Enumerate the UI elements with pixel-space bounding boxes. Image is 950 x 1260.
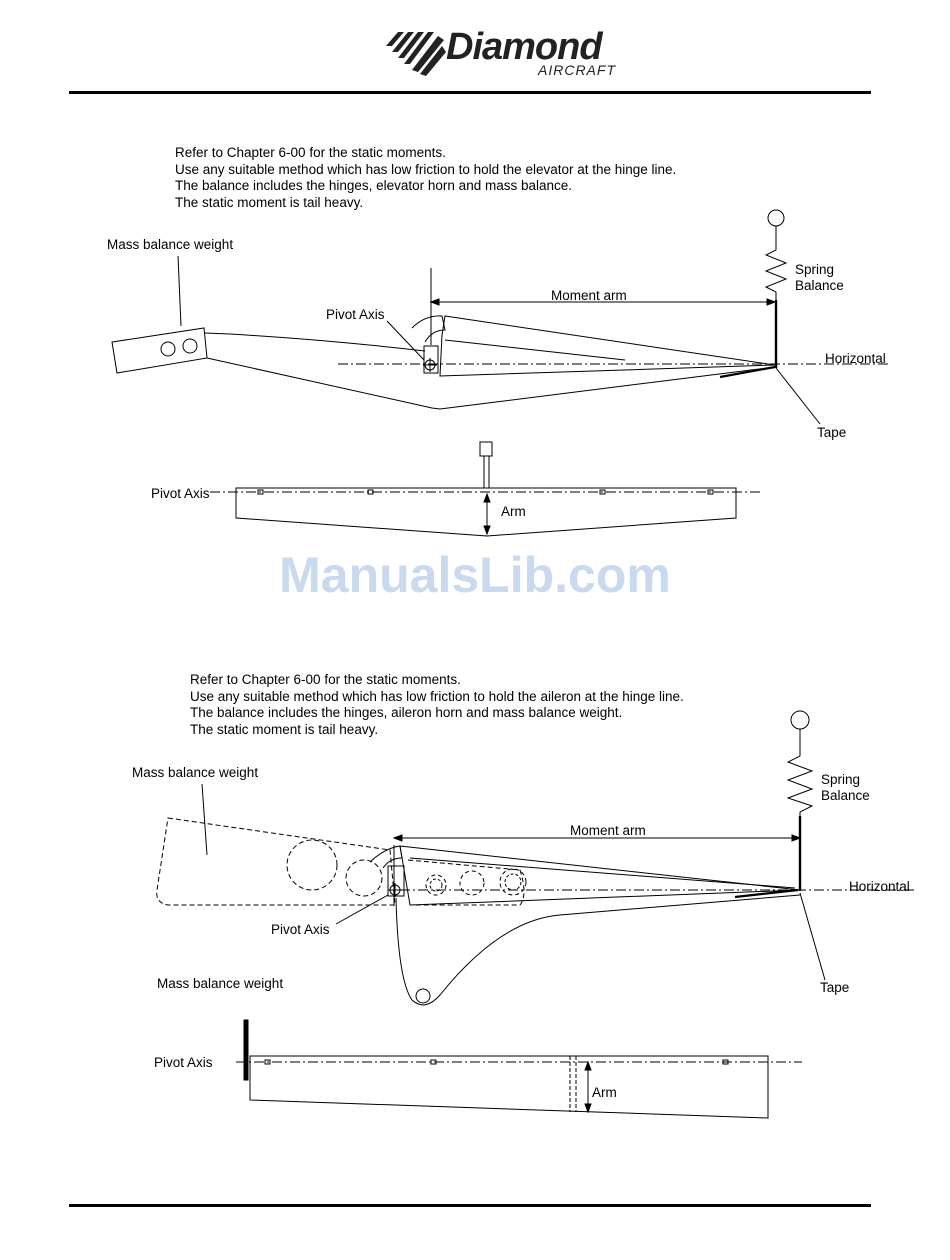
elevator-mass-circle <box>182 338 198 354</box>
aileron-spring-label: Spring <box>821 772 861 787</box>
elevator-arm-label: Arm <box>501 504 526 519</box>
elevator-arm-lower <box>206 357 776 410</box>
aileron-mass-balance-label: Mass balance weight <box>132 765 259 780</box>
elevator-plan-outline <box>235 487 737 537</box>
aileron-bellcrank-hole <box>415 988 431 1004</box>
elevator-plan-pivot-axis-label: Pivot Axis <box>151 486 210 501</box>
aileron-plan-view <box>236 1019 802 1119</box>
elevator-note-line: Use any suitable method which has low fr… <box>175 161 677 177</box>
header-rule <box>69 91 871 94</box>
elevator-plan-weight <box>479 441 493 457</box>
elevator-tape-leader <box>775 367 821 425</box>
aileron-body <box>399 845 801 906</box>
elevator-arm-upper <box>204 332 426 352</box>
diamond-aircraft-logo: Diamond AIRCRAFT <box>384 26 634 86</box>
elevator-note-line: Refer to Chapter 6-00 for the static mom… <box>175 145 446 160</box>
aileron-note-line: The balance includes the hinges, aileron… <box>190 705 623 720</box>
aileron-spring-hook <box>790 710 810 730</box>
elevator-note-line: The static moment is tail heavy. <box>175 194 364 210</box>
elevator-spring-hook <box>767 209 785 227</box>
aileron-note-line: Refer to Chapter 6-00 for the static mom… <box>190 672 461 687</box>
elevator-spring <box>764 226 788 300</box>
aileron-tape-leader <box>799 892 826 981</box>
elevator-side-view <box>111 209 890 425</box>
brand-subtitle: AIRCRAFT <box>538 62 616 78</box>
aileron-mass-balance-outline <box>156 817 396 906</box>
elevator-mass-leader <box>177 255 182 327</box>
aileron-pivot-axis-label: Pivot Axis <box>271 922 330 937</box>
elevator-horizontal-label: Horizontal <box>825 351 886 366</box>
footer-rule <box>69 1204 871 1207</box>
elevator-body <box>439 315 776 377</box>
aileron-notes: Refer to Chapter 6-00 for the static mom… <box>190 672 684 738</box>
elevator-mass-circle <box>160 341 176 357</box>
aileron-pivot-leader <box>335 894 389 925</box>
elevator-tape-label: Tape <box>817 425 847 440</box>
elevator-spring-label: Spring <box>795 262 835 277</box>
aileron-balance-label: Balance <box>821 788 870 803</box>
aileron-plan-mass-balance-label: Mass balance weight <box>157 976 284 991</box>
aileron-spring <box>786 729 814 816</box>
aileron-side-view <box>156 710 916 1006</box>
aileron-plan-weight <box>243 1019 249 1081</box>
elevator-plan-view <box>210 441 760 537</box>
aileron-mass-leader <box>201 783 208 856</box>
watermark: ManualsLib.com <box>279 547 671 603</box>
elevator-moment-arm-label: Moment arm <box>551 288 627 303</box>
elevator-horn <box>411 315 446 343</box>
aileron-note-line: The static moment is tail heavy. <box>190 721 379 737</box>
elevator-pivot-axis-label: Pivot Axis <box>326 307 385 322</box>
aileron-plan-outline <box>249 1055 769 1119</box>
elevator-notes: Refer to Chapter 6-00 for the static mom… <box>175 145 676 211</box>
aileron-bellcrank <box>395 894 801 1006</box>
diamond-stripes-icon <box>386 32 446 76</box>
aileron-arm-label: Arm <box>592 1085 617 1100</box>
elevator-pivot-box <box>423 345 439 374</box>
elevator-mass-balance-box <box>111 327 208 374</box>
elevator-balance-label: Balance <box>795 278 844 293</box>
elevator-note-line: The balance includes the hinges, elevato… <box>175 178 573 193</box>
brand-name: Diamond <box>446 26 603 68</box>
elevator-pivot-leader <box>386 320 425 361</box>
aileron-tape-label: Tape <box>820 980 850 995</box>
aileron-note-line: Use any suitable method which has low fr… <box>190 688 684 704</box>
aileron-moment-arm-label: Moment arm <box>570 823 646 838</box>
aileron-plan-pivot-axis-label: Pivot Axis <box>154 1055 213 1070</box>
aileron-pivot-box <box>387 865 405 897</box>
aileron-horizontal-label: Horizontal <box>849 879 910 894</box>
elevator-mass-balance-label: Mass balance weight <box>107 237 234 252</box>
